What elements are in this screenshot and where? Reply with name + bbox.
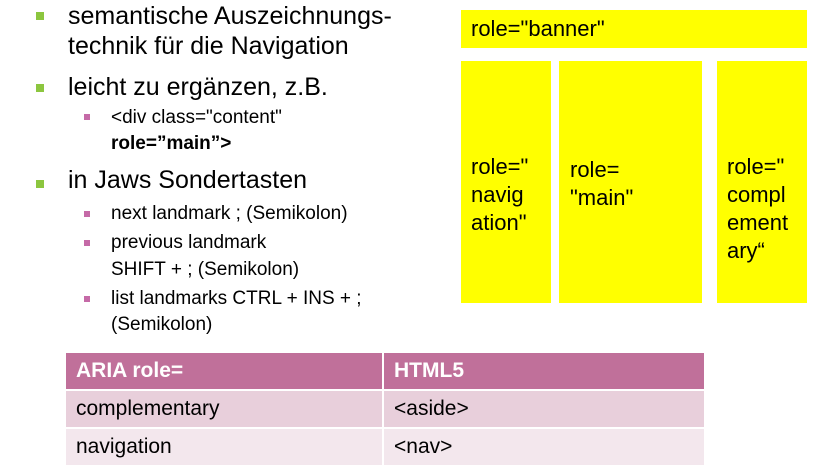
sub-bullet-marker xyxy=(84,296,90,302)
bullet-marker xyxy=(36,180,44,188)
bullet-marker xyxy=(36,12,44,20)
sub-bullet-marker xyxy=(84,211,90,217)
main-landmark-box: role= "main" xyxy=(559,61,702,303)
complementary-landmark-box: role=" compl ement ary“ xyxy=(717,61,807,303)
table-cell: complementary xyxy=(64,389,384,429)
sub-bullet-2-1-line-1: <div class="content" xyxy=(111,107,282,128)
banner-landmark-label: role="banner" xyxy=(471,16,605,41)
navigation-landmark-label-line-3: ation" xyxy=(471,210,527,235)
complementary-landmark-label-line-3: ement xyxy=(727,210,789,235)
sub-bullet-marker xyxy=(84,240,90,246)
table-row: navigation <nav> xyxy=(64,427,706,467)
table-cell: navigation xyxy=(64,427,384,467)
sub-bullet-3-3-line-1: list landmarks CTRL + INS + ; xyxy=(111,288,362,309)
bullet-1-line-2: technik für die Navigation xyxy=(68,32,349,60)
sub-bullet-2-1-line-2: role=”main”> xyxy=(111,133,232,154)
complementary-landmark-label-line-4: ary“ xyxy=(727,238,765,263)
complementary-landmark-label-line-1: role=" xyxy=(727,154,785,179)
navigation-landmark-box: role=" navig ation" xyxy=(461,61,551,303)
sub-bullet-marker xyxy=(84,114,90,120)
table-header-row: ARIA role= HTML5 xyxy=(64,351,706,391)
complementary-landmark-label-line-2: compl xyxy=(727,182,786,207)
main-landmark-label-line-2: "main" xyxy=(570,185,634,210)
table-header-aria: ARIA role= xyxy=(64,351,384,391)
banner-landmark-box: role="banner" xyxy=(461,10,807,48)
sub-bullet-3-2-line-1: previous landmark xyxy=(111,232,267,253)
sub-bullet-3-2-line-2: SHIFT + ; (Semikolon) xyxy=(111,259,300,280)
navigation-landmark-label-line-2: navig xyxy=(471,182,524,207)
sub-bullet-3-3-line-2: (Semikolon) xyxy=(111,314,213,335)
table-header-html5: HTML5 xyxy=(382,351,706,391)
bullet-1-line-1: semantische Auszeichnungs- xyxy=(68,2,392,30)
sub-bullet-3-1-line-1: next landmark ; (Semikolon) xyxy=(111,203,348,224)
bullet-3-line-1: in Jaws Sondertasten xyxy=(68,166,308,194)
bullet-2-line-1: leicht zu ergänzen, z.B. xyxy=(68,73,328,101)
bullet-marker xyxy=(36,84,44,92)
table-cell: <aside> xyxy=(382,389,706,429)
main-landmark-label-line-1: role= xyxy=(570,157,620,182)
aria-html5-table: ARIA role= HTML5 complementary <aside> n… xyxy=(64,351,706,467)
navigation-landmark-label-line-1: role=" xyxy=(471,154,529,179)
table-cell: <nav> xyxy=(382,427,706,467)
table-row: complementary <aside> xyxy=(64,389,706,429)
